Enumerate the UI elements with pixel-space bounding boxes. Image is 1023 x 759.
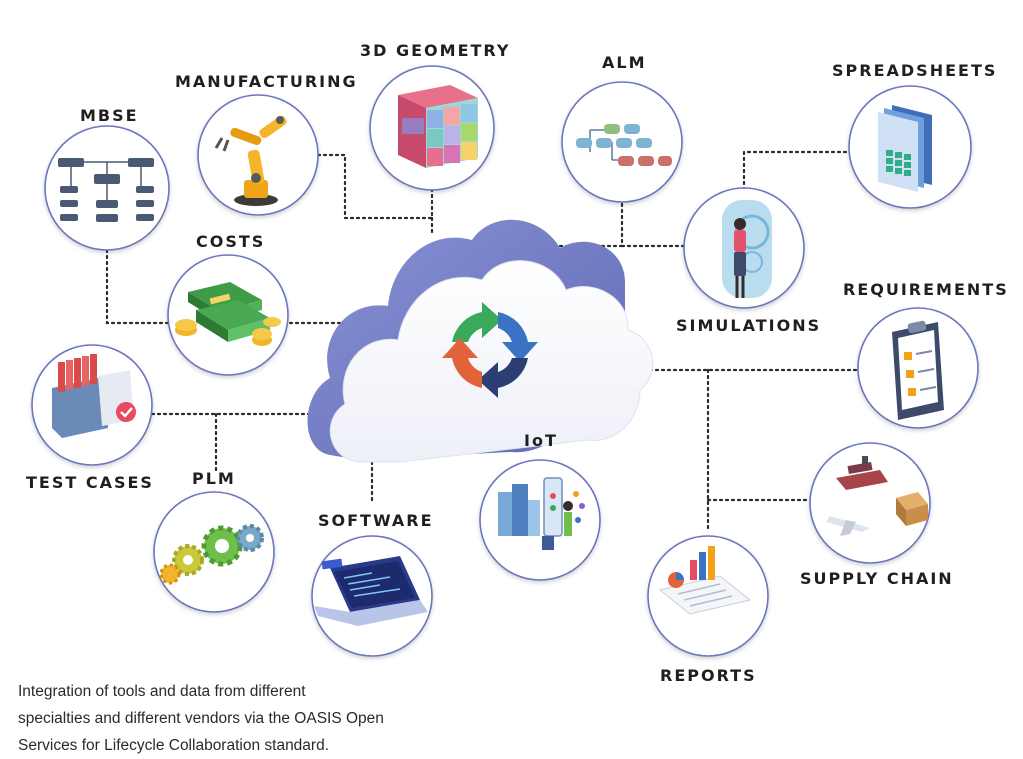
label-mbse: MBSE xyxy=(80,106,139,125)
connector-alm xyxy=(558,198,624,248)
gears-icon xyxy=(159,524,264,585)
vr-simulation-icon xyxy=(722,200,772,298)
caption-line-3: Services for Lifecycle Collaboration sta… xyxy=(18,737,330,754)
sync-arrows-icon xyxy=(442,302,538,398)
smart-city-icon xyxy=(498,477,585,550)
robot-arm-icon xyxy=(214,115,287,206)
caption-line-1: Integration of tools and data from diffe… xyxy=(18,683,306,700)
3d-cubes-icon xyxy=(398,85,478,168)
label-alm: ALM xyxy=(602,53,647,72)
label-requirements: REQUIREMENTS xyxy=(843,280,1009,299)
label-supply-chain: SUPPLY CHAIN xyxy=(800,569,954,588)
test-folders-icon xyxy=(52,354,136,438)
figure-caption: Integration of tools and data from diffe… xyxy=(18,678,438,759)
label-iot: IoT xyxy=(524,431,558,450)
cloud-face xyxy=(329,260,654,463)
spreadsheet-icon xyxy=(878,105,932,192)
shipping-icon xyxy=(826,456,928,536)
laptop-code-icon xyxy=(314,556,428,626)
label-spreadsheets: SPREADSHEETS xyxy=(832,61,998,80)
label-test-cases: TEST CASES xyxy=(26,473,154,492)
label-3d-geometry: 3D GEOMETRY xyxy=(360,41,511,60)
label-software: SOFTWARE xyxy=(318,511,434,530)
caption-line-2: specialties and different vendors via th… xyxy=(18,710,384,727)
hierarchy-chart-icon xyxy=(58,158,154,222)
label-manufacturing: MANUFACTURING xyxy=(175,72,358,91)
cloud-hub xyxy=(307,219,654,463)
connector-manufacturing xyxy=(316,153,434,220)
label-plm: PLM xyxy=(192,469,236,488)
label-reports: REPORTS xyxy=(660,666,757,685)
node-supply-chain xyxy=(809,442,931,564)
report-chart-icon xyxy=(658,546,752,615)
clipboard-checklist-icon xyxy=(892,320,944,420)
connector-spreadsheets xyxy=(742,150,852,192)
connector-mbse xyxy=(105,248,170,325)
money-stacks-icon xyxy=(175,282,281,346)
label-costs: COSTS xyxy=(196,232,266,251)
workflow-diagram-icon xyxy=(576,124,672,166)
label-simulations: SIMULATIONS xyxy=(676,316,822,335)
